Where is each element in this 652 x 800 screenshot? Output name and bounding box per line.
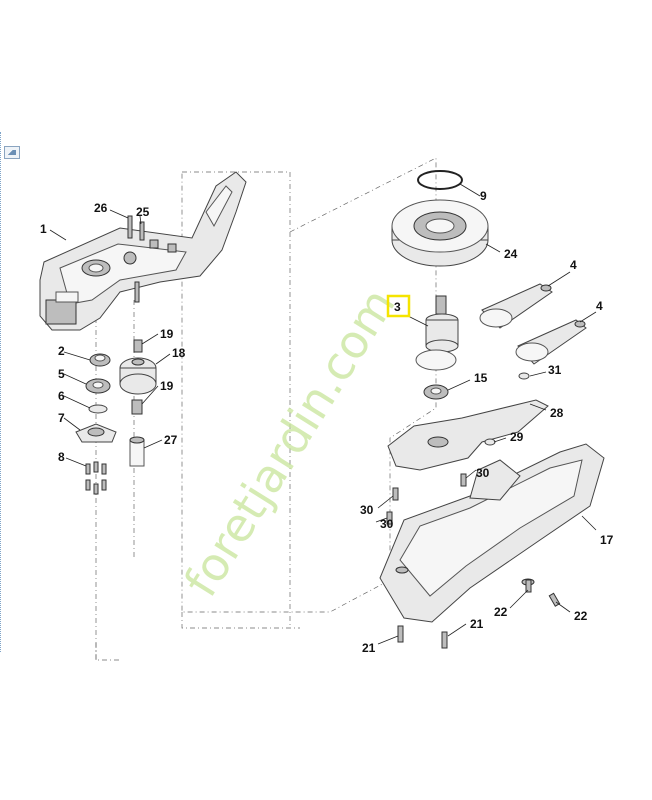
part-7-flange xyxy=(75,423,117,443)
part-4-connecting-rod-upper xyxy=(479,283,553,329)
watermark: foretjardin.com xyxy=(174,279,406,606)
image-icon[interactable] xyxy=(4,146,20,159)
callout-3: 3 xyxy=(394,300,401,314)
callout-28: 28 xyxy=(550,406,564,420)
part-19-pin-upper xyxy=(133,339,143,353)
part-22-screw-b xyxy=(548,592,561,607)
callout-17: 17 xyxy=(600,533,614,547)
callout-29: 29 xyxy=(510,430,524,444)
callout-31: 31 xyxy=(548,363,562,377)
callout-1: 1 xyxy=(40,222,47,236)
callout-18: 18 xyxy=(172,346,186,360)
part-27-sleeve xyxy=(129,436,145,467)
part-5-ball-bearing xyxy=(85,378,111,394)
callout-4-upper: 4 xyxy=(570,258,577,272)
callout-2: 2 xyxy=(58,344,65,358)
part-4-connecting-rod-lower xyxy=(515,319,587,365)
callout-8: 8 xyxy=(58,450,65,464)
callout-numbers: 1 26 25 2 5 6 7 8 19 18 19 27 9 24 3 4 4… xyxy=(40,189,614,655)
callout-6: 6 xyxy=(58,389,65,403)
part-30-screw-b xyxy=(392,487,399,501)
watermark-text: foretjardin.com xyxy=(174,279,406,606)
callout-22-b: 22 xyxy=(574,609,588,623)
part-21-screw-a xyxy=(397,625,404,643)
callout-26: 26 xyxy=(94,201,108,215)
callout-4-lower: 4 xyxy=(596,299,603,313)
callout-7: 7 xyxy=(58,411,65,425)
callout-19-upper: 19 xyxy=(160,327,174,341)
part-28-guide-plate xyxy=(387,399,549,471)
callout-19-lower: 19 xyxy=(160,379,174,393)
callout-30-a: 30 xyxy=(476,466,490,480)
callout-25: 25 xyxy=(136,205,150,219)
part-2-bushing xyxy=(89,353,111,367)
callout-27: 27 xyxy=(164,433,178,447)
leader-lines xyxy=(49,183,597,645)
callout-15: 15 xyxy=(474,371,488,385)
part-3-crankshaft xyxy=(415,295,459,371)
highlight-box-part-3 xyxy=(386,294,411,318)
part-21-screw-b xyxy=(441,631,448,649)
part-15-ball-bearing xyxy=(423,384,449,400)
callout-22-a: 22 xyxy=(494,605,508,619)
part-24-gear-wheel xyxy=(391,199,489,267)
part-22-screw-a xyxy=(525,579,532,593)
part-26-pin xyxy=(127,215,133,239)
part-25-pin xyxy=(139,221,145,241)
part-17-gear-cover xyxy=(379,443,605,623)
callout-5: 5 xyxy=(58,367,65,381)
part-1-housing xyxy=(39,171,247,331)
callout-21-b: 21 xyxy=(470,617,484,631)
callout-30-c: 30 xyxy=(380,517,394,531)
part-9-o-ring xyxy=(417,170,463,190)
callout-9: 9 xyxy=(480,189,487,203)
part-19-pin-lower xyxy=(131,399,143,415)
callout-24: 24 xyxy=(504,247,518,261)
part-29-washer xyxy=(484,438,496,446)
assembly-guide-lines xyxy=(95,157,437,661)
callout-30-b: 30 xyxy=(360,503,374,517)
part-30-screw-a xyxy=(460,473,467,487)
part-6-circlip xyxy=(88,404,108,414)
part-31-washer xyxy=(518,372,530,380)
viewer-frame-edge xyxy=(0,132,2,652)
part-18-pinion xyxy=(119,357,157,395)
callout-21-a: 21 xyxy=(362,641,376,655)
part-8-needle-rollers xyxy=(85,461,107,495)
